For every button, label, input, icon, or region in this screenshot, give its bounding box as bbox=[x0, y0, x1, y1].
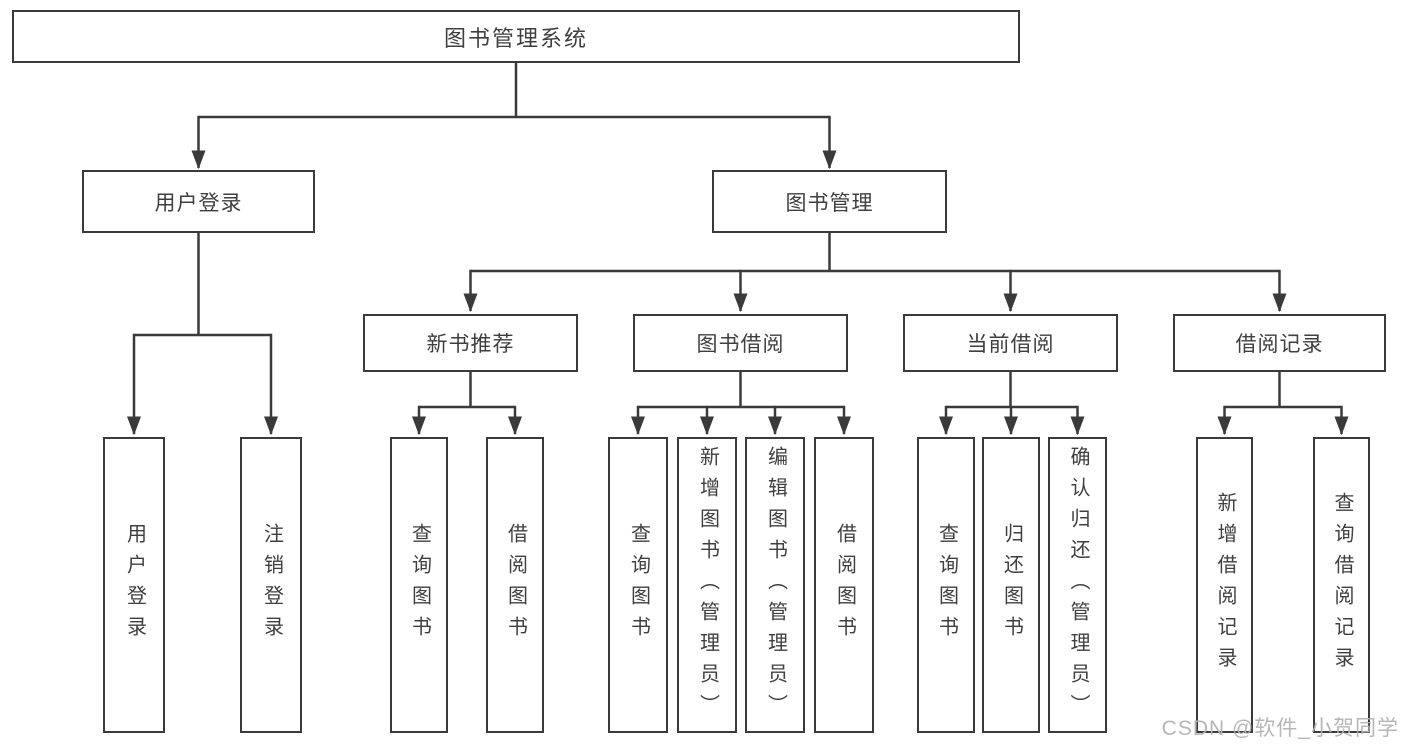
leaf-query-borrow-record: 查询借阅记录 bbox=[1313, 437, 1370, 733]
leaf-label: 新增图书（管理员） bbox=[696, 445, 719, 725]
leaf-query-books-recommend: 查询图书 bbox=[390, 437, 448, 733]
leaf-add-book-admin: 新增图书（管理员） bbox=[677, 437, 737, 733]
leaf-label: 查询图书 bbox=[935, 523, 958, 647]
leaf-return-books: 归还图书 bbox=[982, 437, 1040, 733]
leaf-add-borrow-record: 新增借阅记录 bbox=[1196, 437, 1253, 733]
leaf-label: 归还图书 bbox=[1000, 523, 1023, 647]
leaf-label: 借阅图书 bbox=[504, 523, 527, 647]
csdn-watermark: CSDN @软件_小贺同学 bbox=[1161, 717, 1399, 740]
leaf-label: 注销登录 bbox=[260, 523, 283, 647]
leaf-edit-book-admin: 编辑图书（管理员） bbox=[745, 437, 805, 733]
node-label: 图书管理 bbox=[785, 191, 874, 215]
leaf-label: 查询图书 bbox=[627, 523, 650, 647]
leaf-label: 查询借阅记录 bbox=[1331, 492, 1353, 678]
node-library-management-system: 图书管理系统 bbox=[12, 10, 1020, 63]
node-label: 新书推荐 bbox=[426, 333, 515, 356]
leaf-label: 查询图书 bbox=[408, 523, 431, 647]
leaf-logout: 注销登录 bbox=[240, 437, 302, 733]
node-user-login: 用户登录 bbox=[82, 170, 315, 233]
node-book-management: 图书管理 bbox=[712, 170, 947, 233]
node-current-borrow: 当前借阅 bbox=[903, 314, 1118, 372]
node-label: 图书借阅 bbox=[696, 333, 785, 356]
leaf-query-books-current: 查询图书 bbox=[917, 437, 975, 733]
leaf-label: 借阅图书 bbox=[833, 523, 856, 647]
leaf-label: 新增借阅记录 bbox=[1214, 492, 1236, 678]
node-label: 用户登录 bbox=[154, 191, 243, 215]
leaf-user-login: 用户登录 bbox=[103, 437, 165, 733]
node-book-borrow: 图书借阅 bbox=[633, 314, 848, 372]
leaf-confirm-return-admin: 确认归还（管理员） bbox=[1048, 437, 1107, 733]
node-borrow-records: 借阅记录 bbox=[1173, 314, 1386, 372]
leaf-label: 编辑图书（管理员） bbox=[764, 445, 787, 725]
node-label: 借阅记录 bbox=[1235, 333, 1324, 356]
leaf-borrow-books: 借阅图书 bbox=[814, 437, 874, 733]
leaf-label: 确认归还（管理员） bbox=[1067, 445, 1089, 725]
leaf-label: 用户登录 bbox=[123, 523, 146, 647]
node-label: 图书管理系统 bbox=[443, 25, 588, 51]
leaf-query-books-borrow: 查询图书 bbox=[608, 437, 668, 733]
leaf-borrow-books-recommend: 借阅图书 bbox=[486, 437, 544, 733]
node-label: 当前借阅 bbox=[966, 333, 1055, 356]
node-new-book-recommend: 新书推荐 bbox=[363, 314, 578, 372]
